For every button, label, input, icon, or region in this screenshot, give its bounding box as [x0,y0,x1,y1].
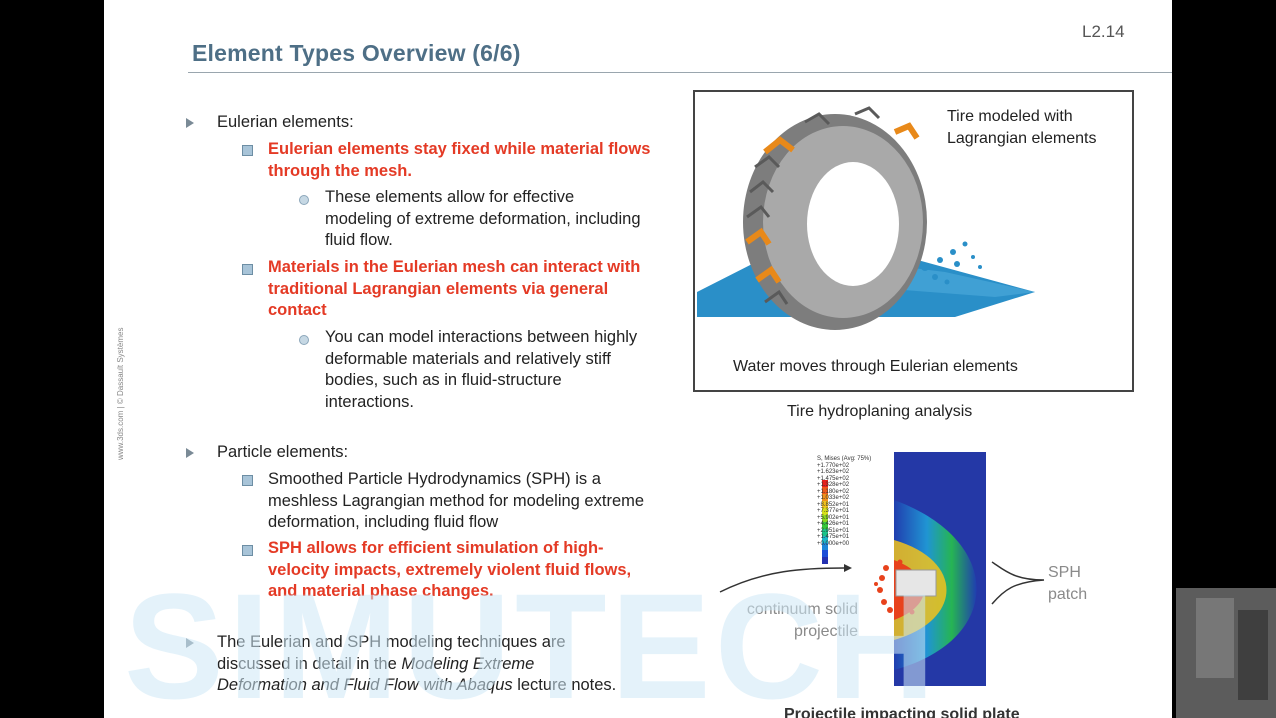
projectile-label: continuum solid projectile [746,601,858,640]
water-label: Water moves through Eulerian elements [733,358,1018,375]
slide-title: Element Types Overview (6/6) [192,40,521,66]
sph-particles [874,559,915,615]
webcam-corner [1176,588,1276,718]
tire-label: Tire modeled with Lagrangian elements [947,108,1097,147]
sph-label: SPH patch [1048,564,1088,603]
particle-point-1: Smoothed Particle Hydrodynamics (SPH) is… [268,470,645,531]
side-copyright: www.3ds.com | © Dassault Systèmes [116,327,125,460]
eulerian-point-1: Eulerian elements stay fixed while mater… [268,140,651,180]
projectile-arrow [719,567,845,593]
square-bullet-icon [242,145,253,156]
water-splash [921,241,982,285]
tire-figure: Tire modeled with Lagrangian elements Wa… [693,90,1134,392]
particle-heading: Particle elements: [217,443,349,461]
mises-legend [822,480,828,564]
page-number: L2.14 [1082,22,1125,41]
tire-orange-chevrons [745,122,920,284]
sph-brace [991,561,1045,605]
eulerian-point-2: Materials in the Eulerian mesh can inter… [268,258,641,319]
lecture-title: Modeling Extreme Deformation and Fluid F… [217,654,535,695]
slide: www.3ds.com | © Dassault Systèmes Elemen… [104,0,1172,718]
circle-bullet-icon [299,335,309,345]
particle-point-2: SPH allows for efficient simulation of h… [268,539,632,600]
eulerian-sub-2: You can model interactions between highl… [325,328,638,411]
figure2-caption: Projectile impacting solid plate [784,706,1020,718]
triangle-bullet-icon [186,118,194,128]
title-divider [188,72,1172,73]
figure1-caption: Tire hydroplaning analysis [787,403,973,420]
square-bullet-icon [242,264,253,275]
projectile-illustration [719,452,1045,686]
square-bullet-icon [242,475,253,486]
discussion-text: The Eulerian and SPH modeling techniques… [217,633,617,695]
legend-text: S, Mises (Avg: 75%) +1.770e+02 +1.623e+0… [817,456,872,547]
tire-hole [807,162,899,286]
watermark: SIMUTECH [124,562,940,718]
triangle-bullet-icon [186,448,194,458]
triangle-bullet-icon [186,638,194,648]
eulerian-sub-1: These elements allow for effective model… [325,188,641,249]
tire-illustration [697,106,1035,330]
square-bullet-icon [242,545,253,556]
projectile [895,569,937,597]
circle-bullet-icon [299,195,309,205]
eulerian-heading: Eulerian elements: [217,113,354,131]
